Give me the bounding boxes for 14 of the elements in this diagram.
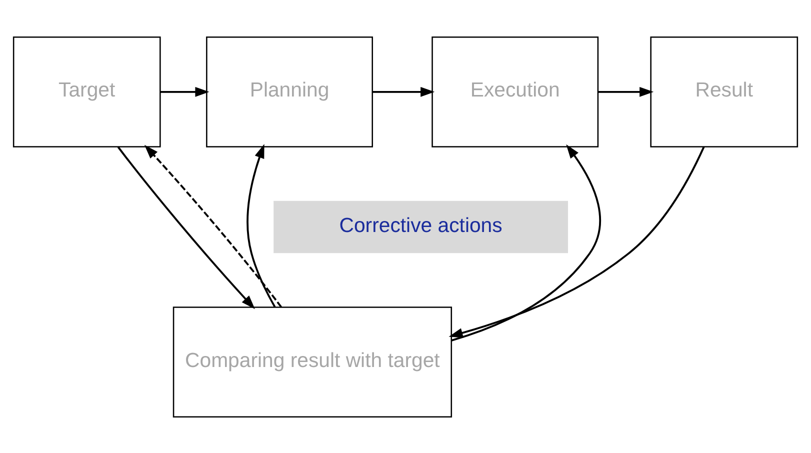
node-box: Result (650, 36, 798, 147)
arrow (372, 86, 435, 96)
arrow (144, 144, 282, 308)
node-box: Execution (432, 36, 599, 147)
arrow (160, 86, 210, 96)
node-box: Planning (206, 36, 373, 147)
node-box: Comparing result with target (172, 306, 452, 418)
arrow (246, 144, 276, 307)
node-box: Corrective actions (274, 200, 568, 253)
arrow (451, 144, 602, 341)
arrow (448, 146, 705, 338)
node-box: Target (12, 36, 161, 147)
arrow (117, 146, 255, 309)
arrow (598, 86, 654, 96)
